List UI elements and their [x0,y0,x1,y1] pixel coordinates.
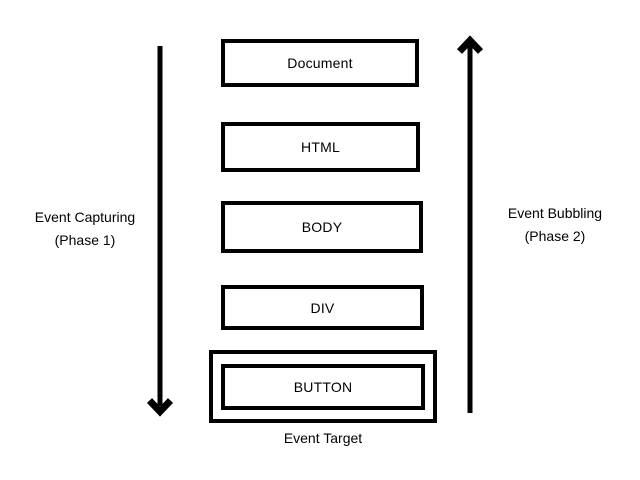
node-box-body: BODY [221,201,423,253]
node-box-document: Document [221,39,419,87]
node-label-button: BUTTON [293,378,353,395]
node-label-body: BODY [301,219,343,235]
node-box-div: DIV [221,285,424,330]
event-target-caption: Event Target [283,430,363,446]
node-label-html: HTML [301,139,340,155]
node-label-document: Document [287,55,353,71]
node-box-html: HTML [221,122,420,172]
capturing-phase-label-line1: Event Capturing [34,209,136,225]
node-box-button: BUTTON [221,363,425,410]
node-label-div: DIV [310,299,335,316]
capturing-phase-label-line2: (Phase 1) [54,232,116,248]
capturing-phase-label: Event Capturing (Phase 1) [0,206,170,252]
bubbling-phase-label-line2: (Phase 2) [524,228,586,244]
bubbling-phase-label: Event Bubbling (Phase 2) [470,202,640,248]
bubbling-phase-label-line1: Event Bubbling [507,205,603,221]
event-target-outer-box: BUTTON [209,350,437,423]
